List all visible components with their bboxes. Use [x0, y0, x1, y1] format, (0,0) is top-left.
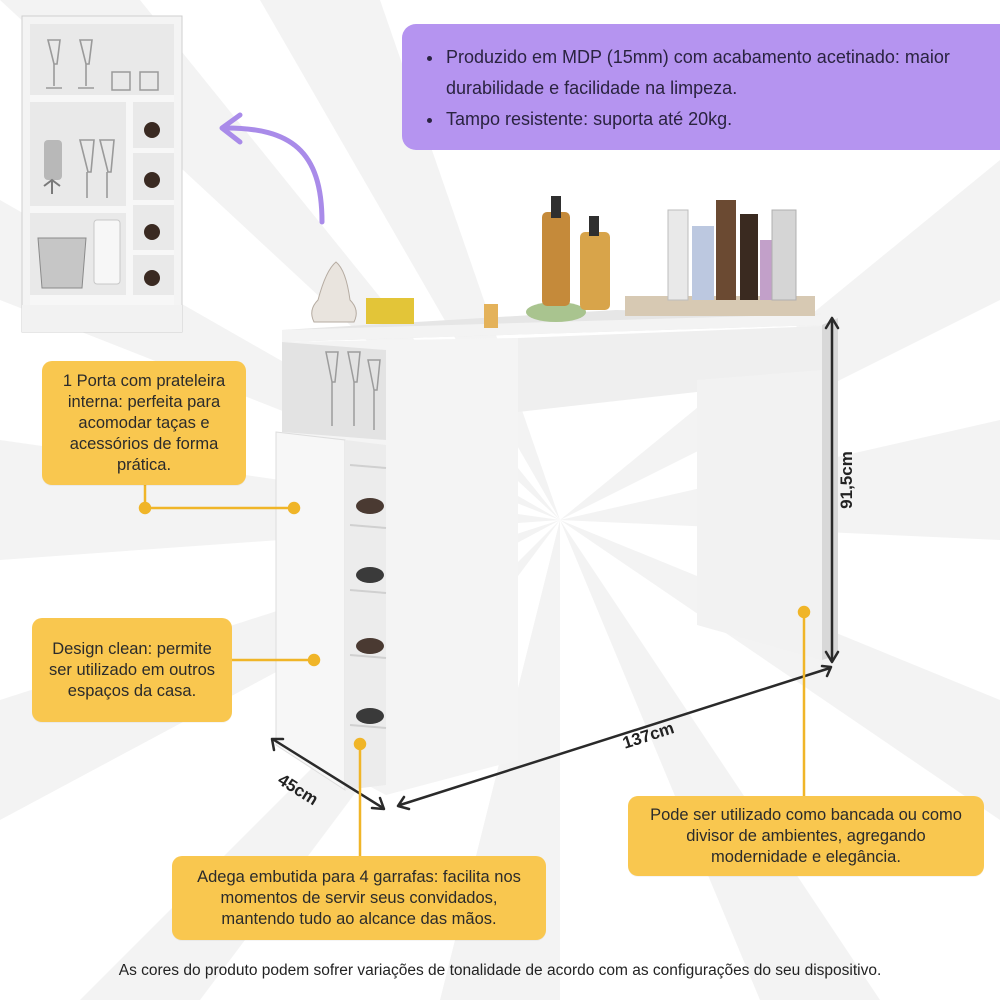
design-callout: Design clean: permite ser utilizado em o…: [32, 618, 232, 722]
callout-leaders: [138, 484, 811, 856]
bar-accessories: [311, 196, 815, 328]
wine-callout: Adega embutida para 4 garrafas: facilita…: [172, 856, 546, 940]
features-box: Produzido em MDP (15mm) com acabamento a…: [402, 24, 1000, 150]
usage-callout: Pode ser utilizado como bancada ou como …: [628, 796, 984, 876]
door-callout: 1 Porta com prateleira interna: perfeita…: [42, 361, 246, 485]
disclaimer-text: As cores do produto podem sofrer variaçõ…: [118, 962, 882, 979]
height-dimension-label: 91,5cm: [836, 451, 856, 509]
dimension-lines: [270, 316, 840, 811]
feature-item: Tampo resistente: suporta até 20kg.: [444, 104, 984, 135]
door-callout-text: 1 Porta com prateleira interna: perfeita…: [62, 371, 226, 474]
feature-item: Produzido em MDP (15mm) com acabamento a…: [444, 42, 984, 104]
cabinet-detail-image: [21, 15, 183, 333]
features-list: Produzido em MDP (15mm) com acabamento a…: [424, 42, 984, 135]
curved-arrow-icon: [223, 125, 325, 225]
design-callout-text: Design clean: permite ser utilizado em o…: [49, 639, 215, 700]
usage-callout-text: Pode ser utilizado como bancada ou como …: [650, 805, 962, 866]
wine-callout-text: Adega embutida para 4 garrafas: facilita…: [197, 867, 521, 928]
bar-furniture: [275, 310, 838, 795]
